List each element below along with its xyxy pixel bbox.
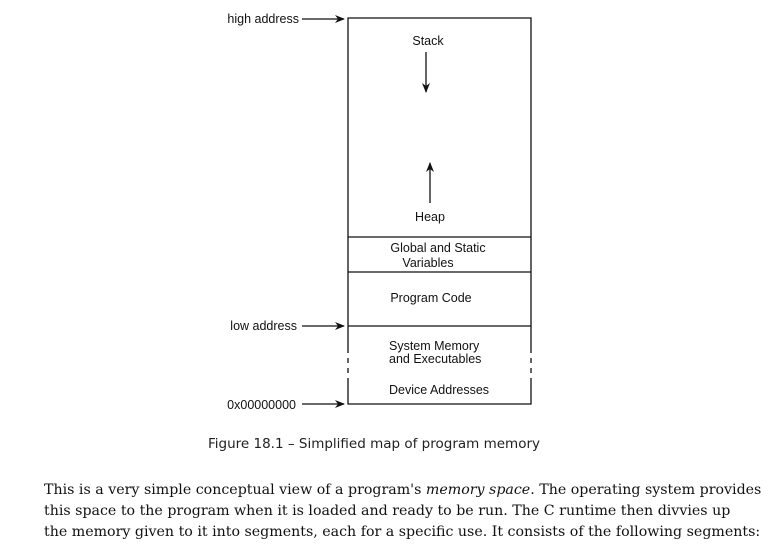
high-address-label: high address: [227, 12, 299, 26]
system-memory-label-line2: and Executables: [389, 352, 481, 366]
paragraph-line-text: this space to the program when it is loa…: [44, 503, 731, 519]
paragraph-line-text: . The operating system provides: [530, 482, 762, 498]
paragraph-line-text: the memory given to it into segments, ea…: [44, 524, 761, 540]
stack-label: Stack: [412, 34, 444, 48]
paragraph-line-text: This is a very simple conceptual view of…: [44, 482, 426, 498]
paragraph-line: this space to the program when it is loa…: [44, 501, 744, 522]
memory-block-bottom: [347, 378, 532, 405]
memory-map-diagram: high address low address 0x00000000 Stac…: [227, 12, 532, 412]
program-code-label: Program Code: [390, 291, 471, 305]
device-addresses-label: Device Addresses: [389, 383, 489, 397]
global-static-label-line1: Global and Static: [390, 241, 485, 255]
zero-address-label: 0x00000000: [227, 398, 296, 412]
memory-space-term: memory space: [425, 482, 531, 498]
figure-caption: Figure 18.1 – Simplified map of program …: [207, 436, 541, 452]
memory-block-outline: [347, 17, 532, 348]
system-memory-label-line1: System Memory: [389, 339, 480, 353]
paragraph-line: the memory given to it into segments, ea…: [44, 522, 760, 543]
low-address-label: low address: [230, 319, 297, 333]
paragraph-line: This is a very simple conceptual view of…: [44, 480, 761, 501]
global-static-label-line2: Variables: [402, 256, 453, 270]
heap-label: Heap: [415, 210, 445, 224]
body-paragraph: This is a very simple conceptual view of…: [44, 480, 761, 543]
